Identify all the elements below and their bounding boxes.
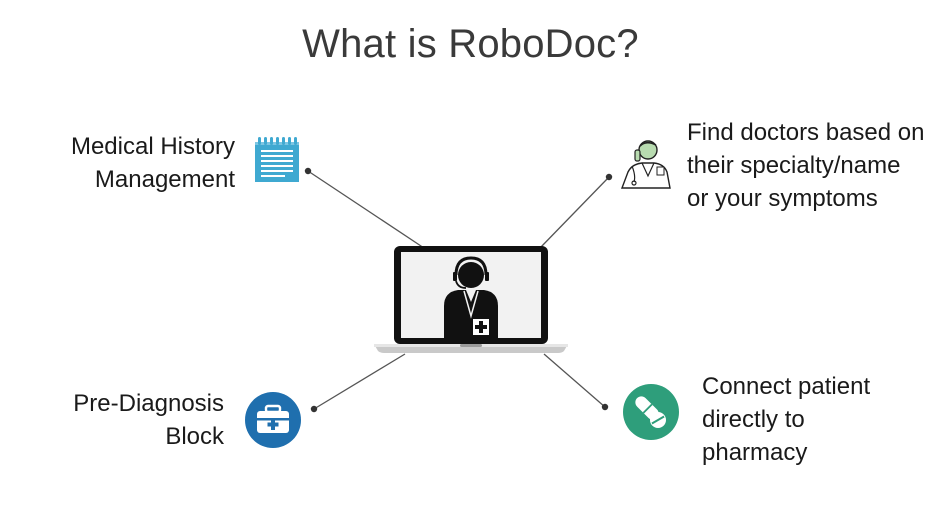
connector-find-doctors [539, 176, 610, 249]
feature-line: Medical History [70, 133, 235, 160]
connector-pre-diagnosis [313, 353, 406, 410]
feature-medical-history-label: Medical History Management [40, 130, 235, 196]
pills-icon [623, 384, 679, 440]
connector-dot-medical-history [304, 167, 312, 175]
feature-line: directly to [702, 406, 805, 433]
feature-line: Management [94, 166, 235, 193]
feature-line: their specialty/name [687, 152, 901, 179]
laptop-doctor-icon [374, 246, 568, 353]
connector-dot-pharmacy [601, 403, 609, 411]
notepad-icon [255, 137, 299, 182]
connector-medical-history [307, 170, 425, 249]
connector-dot-pre-diagnosis [310, 405, 318, 413]
feature-pharmacy-label: Connect patient directly to pharmacy [702, 370, 922, 469]
feature-line: pharmacy [702, 439, 808, 466]
feature-line: Connect patient [702, 373, 871, 400]
feature-find-doctors-label: Find doctors based on their specialty/na… [687, 116, 937, 215]
doctor-phone-icon [620, 140, 671, 189]
page-title: What is RoboDoc? [302, 22, 639, 66]
feature-line: Pre-Diagnosis [73, 390, 224, 417]
feature-line: or your symptoms [687, 185, 878, 212]
connector-pharmacy [543, 353, 606, 408]
first-aid-kit-icon [245, 392, 301, 448]
feature-line: Block [165, 423, 224, 450]
feature-pre-diagnosis-label: Pre-Diagnosis Block [40, 387, 224, 453]
connector-dot-find-doctors [605, 173, 613, 181]
feature-line: Find doctors based on [687, 119, 925, 146]
